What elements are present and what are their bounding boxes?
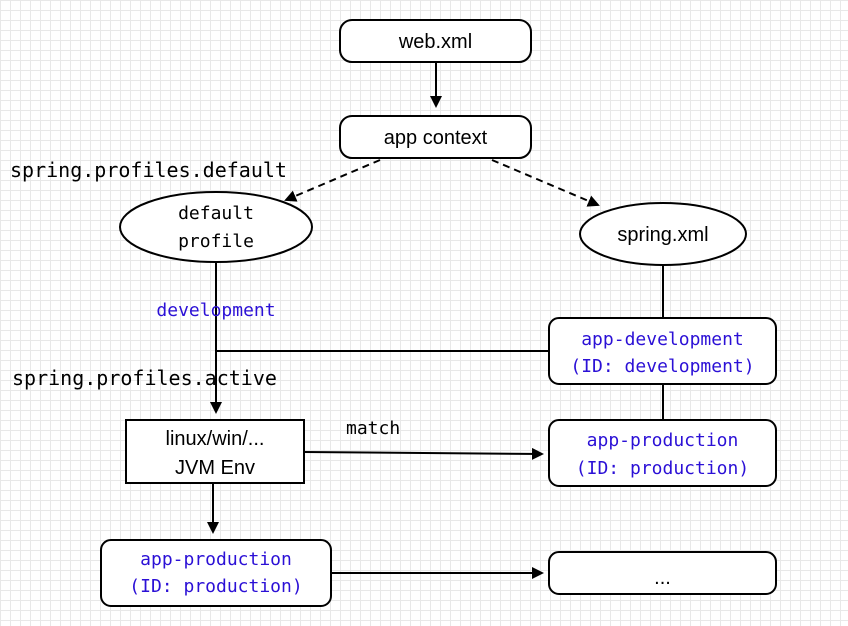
- app-production-bottom-node: app-production (ID: production): [100, 539, 332, 607]
- match-label: match: [346, 418, 400, 439]
- ellipsis-label: ...: [654, 567, 671, 589]
- app-production-bottom-line2: (ID: production): [129, 576, 302, 597]
- spring-profiles-active-label: spring.profiles.active: [12, 366, 277, 390]
- spring-profiles-default-label: spring.profiles.default: [10, 158, 287, 182]
- spring-xml-node: spring.xml: [579, 202, 747, 266]
- app-production-right-line1: app-production: [587, 430, 739, 451]
- app-context-node: app context: [339, 115, 532, 159]
- default-profile-line1: default: [178, 203, 254, 224]
- app-production-right-line2: (ID: production): [576, 458, 749, 479]
- edge-match: [303, 447, 544, 460]
- edge-context-to-default-profile: [284, 159, 381, 202]
- web-xml-label: web.xml: [398, 31, 472, 53]
- app-development-line1: app-development: [581, 329, 744, 350]
- app-context-label: app context: [384, 127, 488, 149]
- default-profile-node: default profile: [119, 191, 313, 263]
- app-development-line2: (ID: development): [570, 356, 754, 377]
- edge-context-to-spring-xml: [491, 159, 600, 207]
- ellipsis-node: ...: [548, 551, 777, 595]
- development-label: development: [156, 300, 275, 321]
- app-production-bottom-line1: app-production: [140, 549, 292, 570]
- default-profile-line2: profile: [178, 231, 254, 252]
- spring-xml-label: spring.xml: [617, 224, 708, 246]
- jvm-env-line1: linux/win/...: [166, 428, 265, 450]
- jvm-env-line2: JVM Env: [175, 457, 255, 479]
- jvm-env-node: linux/win/... JVM Env: [125, 419, 305, 484]
- web-xml-node: web.xml: [339, 19, 532, 63]
- app-development-node: app-development (ID: development): [548, 317, 777, 385]
- app-production-right-node: app-production (ID: production): [548, 419, 777, 487]
